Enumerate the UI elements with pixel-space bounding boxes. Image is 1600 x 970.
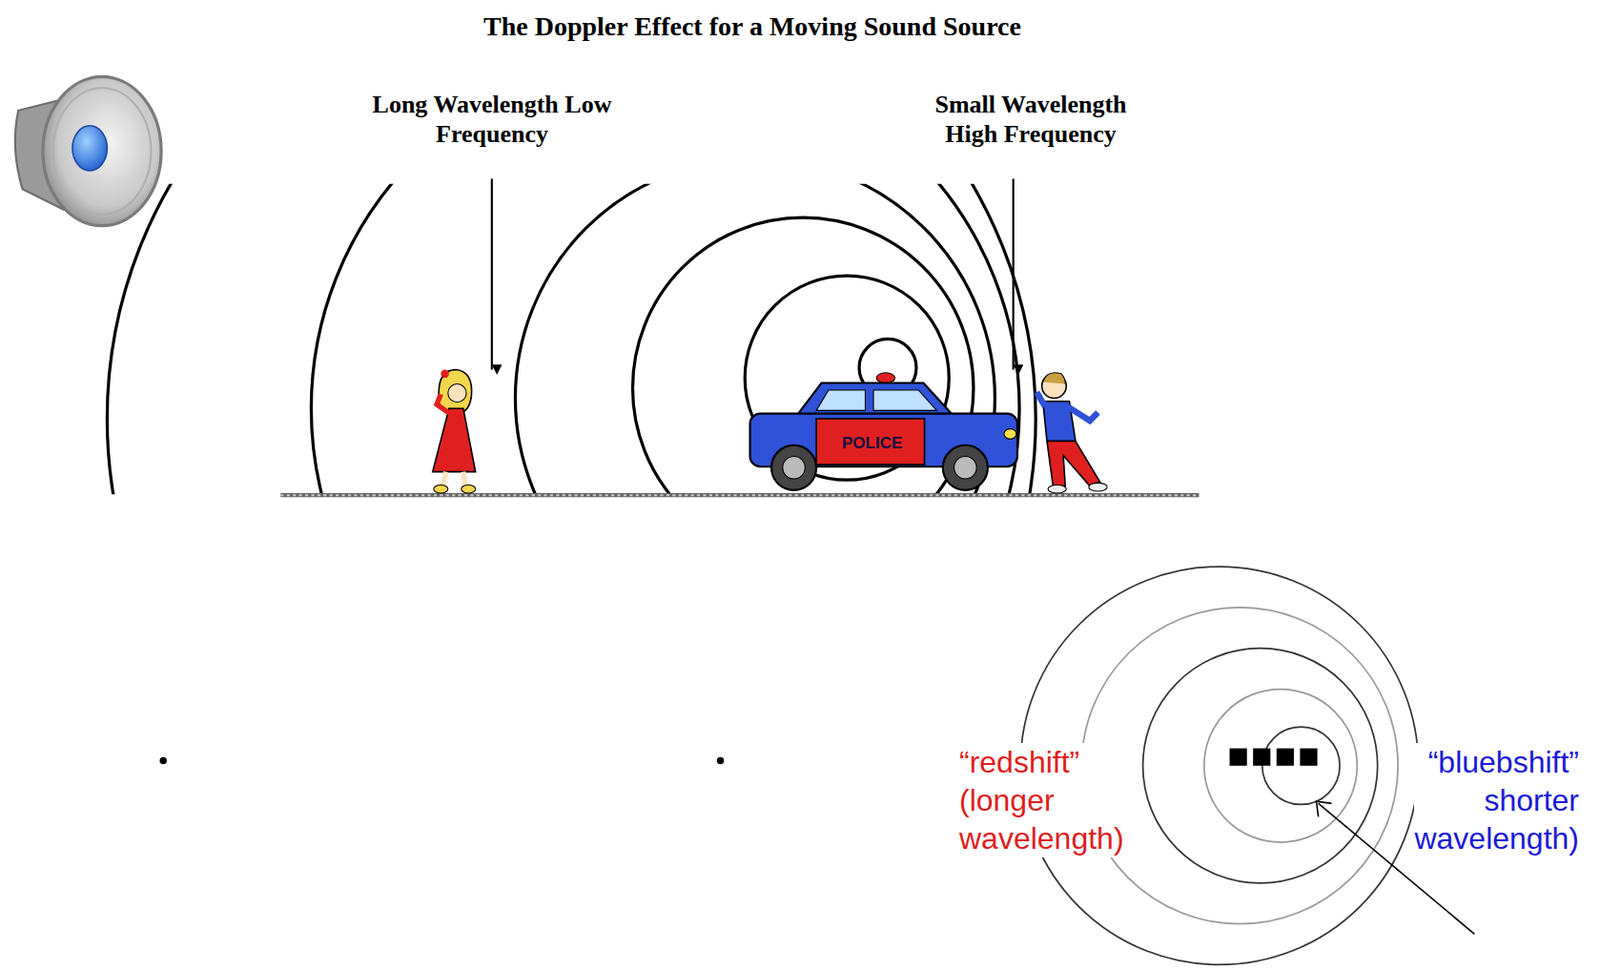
girl-dress (432, 408, 476, 472)
car-window (816, 389, 865, 411)
wave-front (1262, 726, 1340, 804)
ground-hatch (280, 493, 1199, 496)
speaker-rim (53, 87, 152, 215)
car-hub (954, 456, 978, 480)
wave-label: Long Wavelength Low Frequency (368, 89, 616, 149)
car-cabin (796, 382, 955, 416)
boy-figure (1036, 372, 1108, 493)
pointer-arrow (1012, 178, 1015, 370)
roof-light (876, 372, 895, 384)
car-hub (782, 456, 806, 480)
bullet-dot (717, 757, 724, 764)
boy-pants (1046, 440, 1101, 486)
girl-bow (440, 369, 450, 379)
source-square (1299, 748, 1317, 766)
source-positions (1230, 748, 1318, 766)
boy-arm (1036, 391, 1046, 407)
car-wheel (943, 445, 988, 491)
car-wheel (771, 445, 817, 491)
wave-front (1081, 607, 1398, 924)
wave-front (1204, 689, 1358, 843)
wave-front (106, 184, 1036, 494)
pointer-arrow (491, 178, 493, 370)
car-lettering: POLICE (841, 433, 903, 453)
headlight (1004, 429, 1017, 440)
speaker-icon (15, 76, 162, 226)
girl-shoe (433, 485, 449, 494)
wave-front (310, 184, 1020, 494)
wave-label: Small Wavelength High Frequency (906, 89, 1155, 149)
ground-line (280, 492, 1199, 497)
wave-front (632, 217, 973, 494)
girl-shoe (461, 485, 476, 494)
girl-arm (436, 393, 452, 414)
girl-figure (432, 369, 476, 493)
bullet-dot (159, 757, 166, 764)
blueshift-label: “bluebshift” shorter wavelength) (1414, 742, 1580, 858)
speaker-dome (72, 125, 107, 171)
girl-leg (463, 471, 466, 487)
redshift-label: “redshift” (longer wavelength) (959, 742, 1125, 858)
leader-head (1315, 800, 1332, 817)
car-door-panel (816, 418, 924, 465)
wave-front (1143, 648, 1378, 883)
ground (280, 494, 1199, 496)
girl-leg (442, 471, 446, 487)
boy-arm (1066, 406, 1098, 421)
source-square (1230, 748, 1248, 766)
police-car (750, 372, 1018, 491)
boy-hair (1043, 372, 1067, 385)
speaker-cone (42, 76, 162, 226)
girl-face (448, 384, 467, 403)
source-square (1252, 748, 1271, 766)
car-window (873, 389, 937, 411)
diagram-title: The Doppler Effect for a Moving Sound So… (483, 11, 1022, 42)
boy-shoe (1047, 485, 1067, 494)
source-square (1276, 748, 1294, 766)
sound-waves (106, 184, 1036, 494)
boy-shoe (1088, 482, 1108, 492)
